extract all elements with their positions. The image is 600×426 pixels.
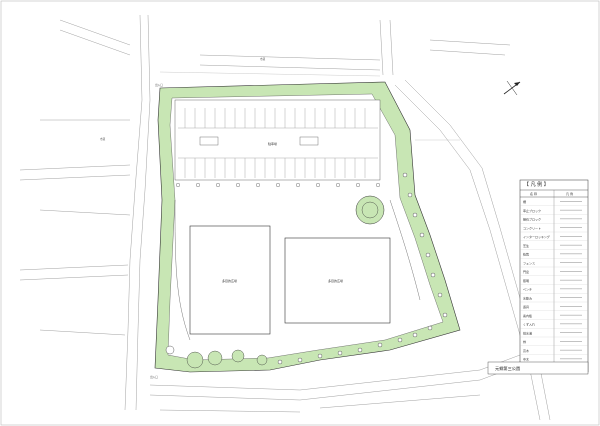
tree-row-north (176, 183, 380, 187)
legend-row: 遊具 (520, 304, 588, 311)
legend-row: 桝 (520, 339, 588, 346)
legend-row: コンクリート (520, 225, 588, 233)
legend-row-name: フェンス (523, 260, 535, 265)
legend-row-name: 柵 (523, 199, 526, 204)
legend-row-name: インターロッキング (523, 234, 550, 239)
legend-row-name: 植栽 (523, 252, 529, 257)
legend-row: 縁石ブロック (520, 217, 588, 224)
plaza-left-label: 多目的広場 (222, 278, 237, 283)
legend-row-name: くず入れ (523, 322, 535, 327)
legend-row-name: コンクリート (523, 225, 541, 230)
surrounding-roads (19, 14, 551, 421)
walking-path-east (389, 199, 421, 301)
legend-col-name: 名 称 (530, 191, 537, 196)
legend-row-name: 水飲み (523, 295, 532, 300)
tree-cluster-southwest (165, 345, 268, 369)
large-tree-icon (355, 195, 385, 225)
legend-row: フェンス (520, 260, 588, 268)
road-label-north: 市道 (260, 57, 266, 61)
plaza-left (189, 225, 271, 335)
legend-row-name: ベンチ (523, 287, 532, 292)
legend-row: 案内板 (520, 313, 588, 320)
legend-row: 水飲み (520, 295, 588, 303)
sheet-title: 元郷第三公園 (495, 365, 520, 372)
legend-row: 高木 (520, 348, 588, 355)
plaza-right-label: 多目的広場 (328, 278, 343, 283)
tree-row-south (277, 325, 433, 365)
legend-row: 芝生 (520, 243, 588, 250)
legend-table: 【 凡 例 】 名 称 凡 例 柵車止ブロック縁石ブロックコンクリートインターロ… (519, 179, 589, 373)
legend-row-name: 高木 (523, 348, 529, 353)
entrance-label-south: 出入口 (150, 375, 158, 379)
legend-row: 照明 (520, 279, 588, 285)
parking-label: 駐車場 (268, 141, 277, 146)
legend-row-name: 排水溝 (523, 330, 532, 335)
legend-row: 植栽 (520, 252, 588, 259)
legend-row: 門扉 (520, 269, 588, 276)
parking-area: 駐車場 (174, 99, 381, 181)
legend-row: インターロッキング (520, 234, 588, 241)
legend-col-symbol: 凡 例 (566, 191, 573, 196)
legend-row-name: 門扉 (523, 269, 529, 274)
title-block: 元郷第三公園 (487, 361, 589, 375)
legend-row: 車止ブロック (520, 208, 588, 215)
legend-row-name: 遊具 (523, 304, 529, 309)
legend-row: ベンチ (520, 287, 588, 294)
legend-title: 【 凡 例 】 (524, 181, 549, 188)
legend-row-name: 芝生 (523, 243, 529, 248)
legend-row-name: 案内板 (523, 313, 532, 318)
north-arrow-icon (503, 80, 521, 96)
legend-row: くず入れ (520, 322, 588, 329)
road-label-west: 市道 (100, 137, 106, 141)
walking-path (174, 199, 191, 341)
plaza-right (284, 237, 391, 324)
legend-row: 柵 (520, 199, 588, 206)
legend-row-name: 車止ブロック (523, 208, 541, 213)
legend-row-name: 桝 (523, 339, 526, 344)
legend-row: 排水溝 (520, 330, 588, 338)
legend-row-name: 中木 (523, 357, 529, 362)
entrance-label-north: 出入口 (155, 83, 163, 87)
tree-row-east (402, 172, 448, 318)
legend-row-name: 縁石ブロック (523, 217, 541, 222)
legend-row-name: 照明 (523, 279, 529, 283)
